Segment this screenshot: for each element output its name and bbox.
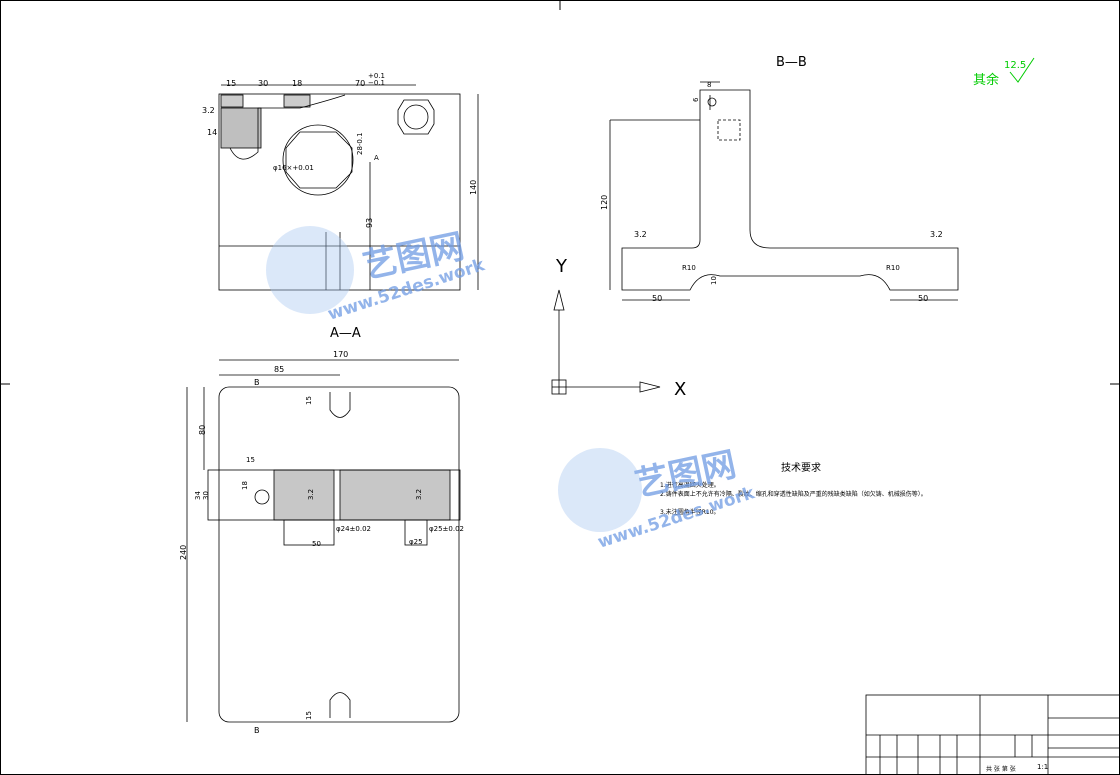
aa-a-mark: A [374, 154, 379, 162]
bb-dim-50-right: 50 [918, 294, 928, 303]
plan-dim-80: 80 [198, 425, 207, 435]
bb-r10-left: R10 [682, 264, 696, 272]
bb-rough-left: 3.2 [634, 230, 647, 239]
tech-requirements: 技术要求 1.进行高温回火处理。 2.铸件表面上不允许有冷隔、裂纹、缩孔和穿透性… [660, 461, 927, 516]
section-bb-label: B—B [776, 55, 807, 70]
plan-rough-right: 3.2 [415, 489, 423, 500]
plan-rough-left: 3.2 [307, 489, 315, 500]
axes-indicator [551, 289, 661, 395]
plan-dim-18: 18 [241, 481, 249, 490]
section-aa-label: A—A [330, 326, 361, 341]
title-block-scale: 1:1 [1037, 763, 1048, 771]
plan-dim-85: 85 [274, 365, 284, 374]
aa-dim-18: 18 [292, 79, 302, 88]
aa-dim-93: 93 [365, 218, 374, 228]
plan-view [186, 359, 461, 723]
plan-phi24: φ24±0.02 [336, 525, 371, 533]
tech-item-1: 1.进行高温回火处理。 [660, 481, 720, 489]
bb-r10-right: R10 [886, 264, 900, 272]
tech-item-3: 3.未注圆角半径R10。 [660, 508, 720, 516]
plan-dim-15: 15 [246, 456, 255, 464]
plan-dim-15-top: 15 [305, 396, 313, 405]
bb-dim-10: 10 [710, 276, 718, 285]
watermark-logo-2: 艺图网 www.52des.work [558, 444, 758, 553]
bb-dim-50-left: 50 [652, 294, 662, 303]
roughness-value: 12.5 [1004, 60, 1026, 71]
plan-phi25: φ25 [409, 538, 423, 546]
aa-shaft-dim: 28-0.1 [356, 132, 364, 155]
plan-dim-30: 30 [202, 491, 210, 500]
plan-section-b-top: B [254, 378, 260, 387]
aa-rough-3-2: 3.2 [202, 106, 215, 115]
plan-section-b-bottom: B [254, 726, 260, 735]
aa-dim-14: 14 [207, 128, 217, 137]
plan-dim-15-bottom: 15 [305, 711, 313, 720]
bb-dim-6: 6 [692, 97, 700, 102]
bb-dim-120: 120 [600, 195, 609, 210]
aa-dim-70-tol-lo: −0.1 [368, 79, 385, 87]
section-bb-view [609, 81, 959, 301]
tech-title: 技术要求 [781, 461, 821, 474]
tech-item-2: 2.铸件表面上不允许有冷隔、裂纹、缩孔和穿透性缺陷及严重的残缺类缺陷（如欠铸、机… [660, 490, 927, 498]
axis-x-label: X [674, 379, 686, 400]
plan-phi25-tol: φ25±0.02 [429, 525, 464, 533]
aa-dim-140: 140 [469, 180, 478, 195]
section-aa-view [218, 84, 479, 291]
bb-rough-right: 3.2 [930, 230, 943, 239]
roughness-label: 其余 [973, 72, 999, 88]
watermark-logo: 艺图网 www.52des.work [266, 226, 488, 325]
plan-dim-50: 50 [312, 540, 321, 548]
aa-dim-15: 15 [226, 79, 236, 88]
aa-dim-70: 70 [355, 79, 365, 88]
aa-dim-70-tol-up: +0.1 [368, 72, 385, 80]
title-block-sheet: 共 张 第 张 [986, 765, 1016, 773]
axis-y-label: Y [555, 256, 568, 277]
aa-hole-dim: φ16×+0.01 [273, 164, 314, 172]
aa-dim-30: 30 [258, 79, 268, 88]
title-block [865, 694, 1120, 775]
plan-dim-34: 34 [194, 491, 202, 500]
bb-dim-8: 8 [707, 81, 711, 89]
plan-dim-240: 240 [179, 545, 188, 560]
plan-dim-170: 170 [333, 350, 348, 359]
roughness-note: 其余 12.5 [973, 57, 1035, 88]
